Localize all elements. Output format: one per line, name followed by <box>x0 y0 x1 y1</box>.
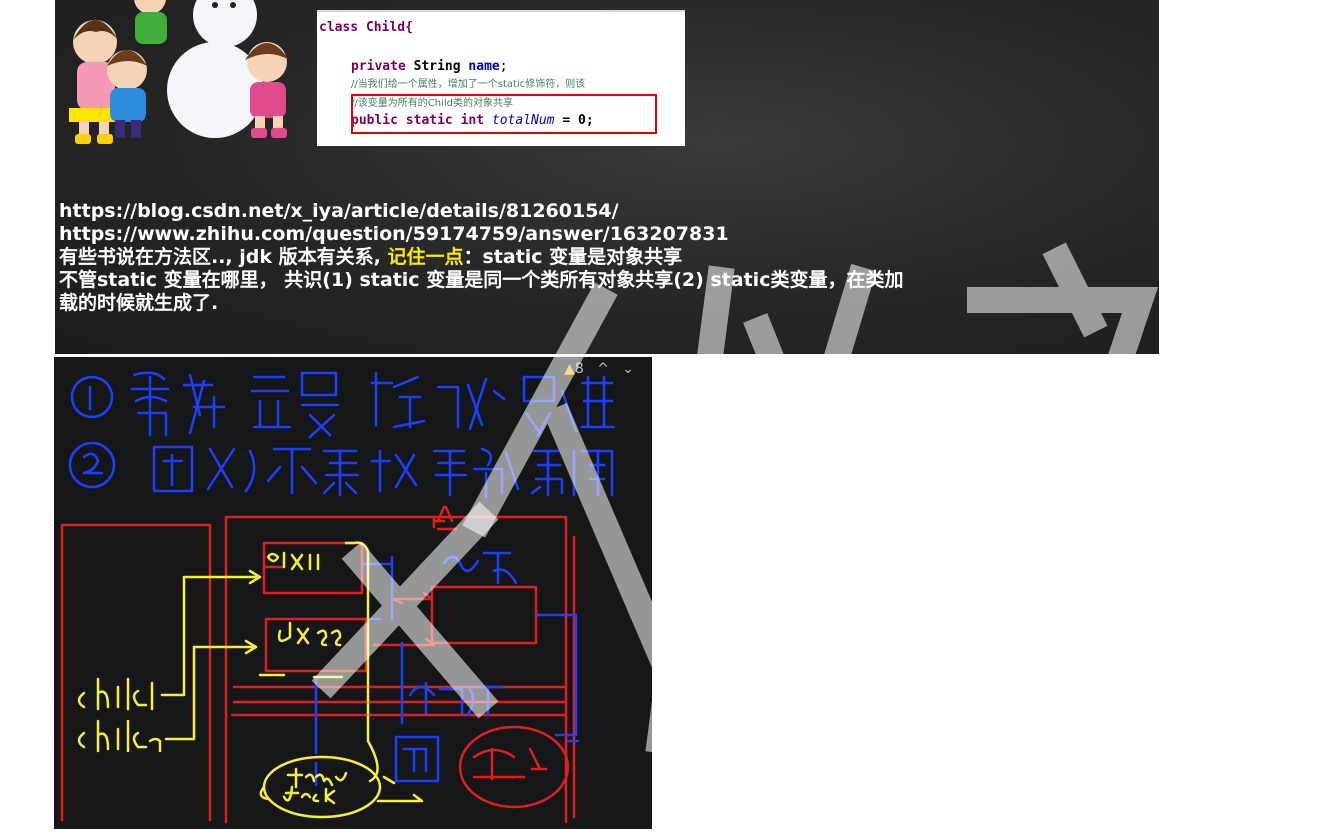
code-comment-1: //当我们给一个属性，增加了一个static修饰符，则该 <box>351 79 586 90</box>
assignment: = 0; <box>554 113 594 128</box>
reference-link-csdn[interactable]: https://blog.csdn.net/x_iya/article/deta… <box>59 200 619 222</box>
semicolon: ; <box>499 59 508 74</box>
code-comment-2: //该变量为所有的Child类的对象共享 <box>351 98 513 109</box>
warning-count: 8 <box>574 361 584 377</box>
public-static-int-keywords: public static int <box>351 113 485 128</box>
board-toolbar: ▲8 ^ ⌄ <box>564 361 634 377</box>
handwritten-title-1 <box>70 371 616 439</box>
string-type: String <box>405 59 469 74</box>
handwritten-title-2 <box>68 441 614 499</box>
reference-link-zhihu[interactable]: https://www.zhihu.com/question/59174759/… <box>59 223 729 245</box>
code-snippet: class Child{ private String name; //当我们给… <box>317 10 685 146</box>
note-line-3: 有些书说在方法区.., jdk 版本有关系, 记住一点：static 变量是对象… <box>59 246 903 269</box>
kids-snowman-illustration <box>69 0 289 144</box>
lecture-slide: class Child{ private String name; //当我们给… <box>55 0 1159 354</box>
totalnum-field: totalNum <box>491 113 555 128</box>
object-boxes <box>262 505 570 809</box>
note-highlight: 记住一点 <box>387 246 464 268</box>
note-line-4: 不管static 变量在哪里， 共识(1) static 变量是同一个类所有对象… <box>59 269 904 291</box>
note-line-3-prefix: 有些书说在方法区.., jdk 版本有关系, <box>59 246 381 268</box>
name-field: name <box>468 59 500 74</box>
nav-up-icon[interactable]: ^ <box>597 361 609 377</box>
class-declaration: class Child{ <box>319 20 413 35</box>
highlight-box <box>351 94 657 134</box>
private-keyword: private <box>351 59 406 74</box>
note-line-5: 载的时候就生成了. <box>59 292 219 314</box>
nav-down-icon[interactable]: ⌄ <box>622 361 634 377</box>
whiteboard-drawing: ▲8 ^ ⌄ <box>54 357 652 829</box>
note-line-3-suffix: ：static 变量是对象共享 <box>463 246 683 268</box>
handwritten-diagram <box>60 371 616 824</box>
warning-icon: ▲ <box>564 361 575 377</box>
lecture-notes: https://blog.csdn.net/x_iya/article/deta… <box>59 200 903 315</box>
yellow-references <box>77 541 424 819</box>
